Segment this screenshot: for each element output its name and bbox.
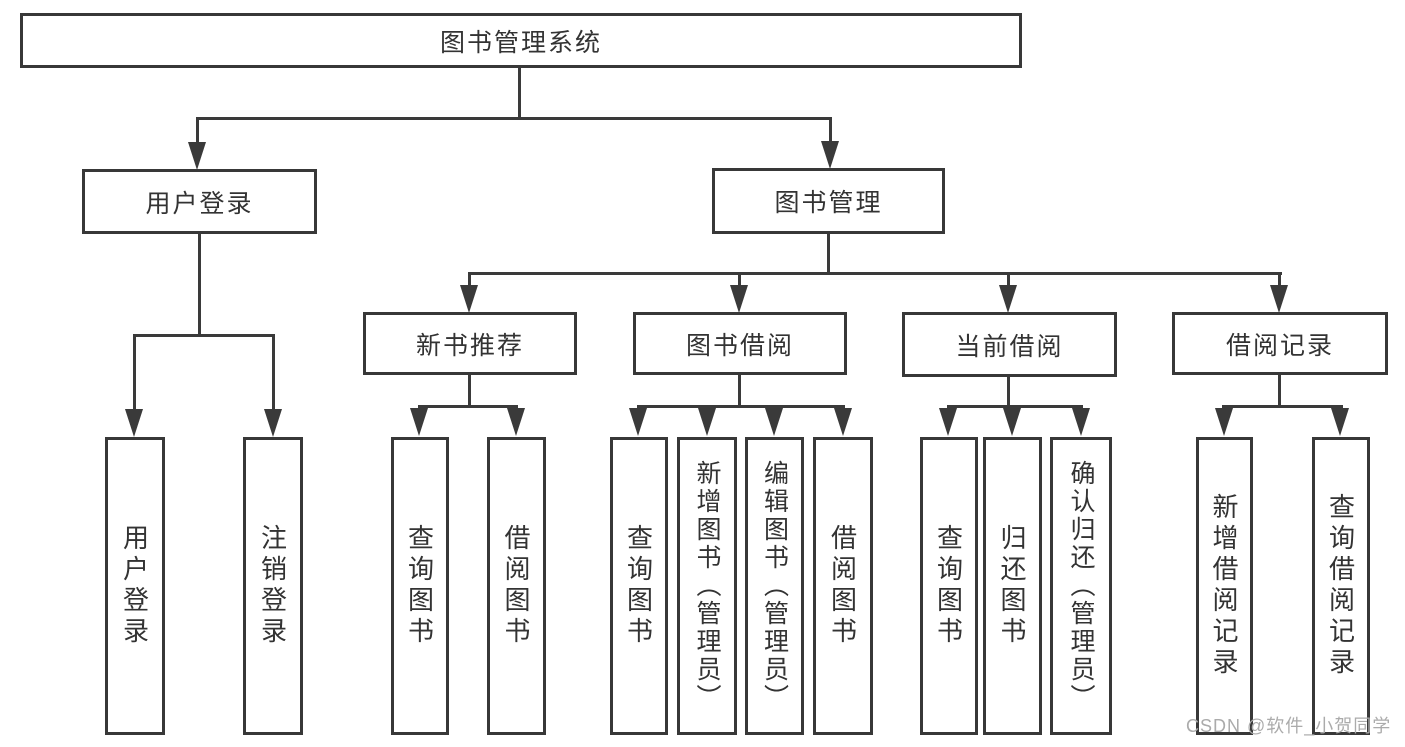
connector-drop-user-login bbox=[196, 117, 199, 145]
leaf-add-books-admin: 新增图书（管理员） bbox=[677, 437, 737, 735]
node-root-system: 图书管理系统 bbox=[20, 13, 1022, 68]
leaf-borrow-books-1: 借阅图书 bbox=[487, 437, 546, 735]
csdn-watermark: CSDN @软件_小贺同学 bbox=[1186, 716, 1392, 736]
connector-book-borrow-rail bbox=[637, 405, 845, 408]
node-book-management-label: 图书管理 bbox=[774, 189, 883, 217]
connector-user-login-stem bbox=[198, 234, 201, 335]
node-current-borrowing: 当前借阅 bbox=[902, 312, 1117, 377]
leaf-label: 注销登录 bbox=[257, 524, 288, 648]
connector-new-books-rail bbox=[418, 405, 518, 408]
leaf-query-books-2: 查询图书 bbox=[610, 437, 668, 735]
leaf-query-books-1: 查询图书 bbox=[391, 437, 449, 735]
connector-current-borrow-rail bbox=[947, 405, 1083, 408]
leaf-label: 归还图书 bbox=[997, 524, 1027, 648]
node-user-login: 用户登录 bbox=[82, 169, 317, 234]
node-borrowing-records: 借阅记录 bbox=[1172, 312, 1388, 375]
leaf-return-books: 归还图书 bbox=[983, 437, 1042, 735]
arrow-down-icon bbox=[939, 408, 957, 436]
arrow-down-icon bbox=[765, 408, 783, 436]
arrow-down-icon bbox=[460, 285, 478, 313]
node-root-label: 图书管理系统 bbox=[439, 28, 602, 57]
connector-book-borrow-stem bbox=[738, 375, 741, 408]
arrow-down-icon bbox=[507, 408, 525, 436]
leaf-add-borrow-record: 新增借阅记录 bbox=[1196, 437, 1253, 735]
connector-book-mgmt-stem bbox=[827, 234, 830, 274]
leaf-label: 新增借阅记录 bbox=[1209, 493, 1239, 679]
leaf-query-borrow-record: 查询借阅记录 bbox=[1312, 437, 1370, 735]
connector-level3-rail bbox=[468, 272, 1282, 275]
connector-drop-new-books bbox=[468, 272, 471, 288]
connector-drop-borrow-records bbox=[1278, 272, 1281, 288]
node-book-borrowing: 图书借阅 bbox=[633, 312, 847, 375]
leaf-user-login: 用户登录 bbox=[105, 437, 165, 735]
arrow-down-icon bbox=[1215, 408, 1233, 436]
connector-user-login-rail bbox=[133, 334, 275, 337]
leaf-confirm-return-admin: 确认归还（管理员） bbox=[1050, 437, 1112, 735]
arrow-down-icon bbox=[125, 409, 143, 437]
node-new-book-recommend-label: 新书推荐 bbox=[415, 331, 524, 360]
connector-drop-leaf bbox=[272, 334, 275, 412]
connector-drop-book-mgmt bbox=[829, 117, 832, 145]
arrow-down-icon bbox=[1072, 408, 1090, 436]
node-book-borrowing-label: 图书借阅 bbox=[685, 331, 794, 360]
leaf-label: 查询借阅记录 bbox=[1325, 493, 1356, 679]
node-book-management: 图书管理 bbox=[712, 168, 945, 234]
leaf-query-books-3: 查询图书 bbox=[920, 437, 978, 735]
leaf-label: 查询图书 bbox=[623, 524, 654, 648]
leaf-label: 用户登录 bbox=[119, 524, 150, 648]
leaf-label: 编辑图书（管理员） bbox=[760, 460, 789, 712]
connector-borrow-records-stem bbox=[1278, 375, 1281, 408]
leaf-label: 确认归还（管理员） bbox=[1067, 460, 1095, 712]
arrow-down-icon bbox=[730, 285, 748, 313]
leaf-label: 查询图书 bbox=[933, 524, 964, 648]
connector-level2-rail bbox=[196, 117, 832, 120]
connector-borrow-records-rail bbox=[1222, 405, 1343, 408]
arrow-down-icon bbox=[698, 408, 716, 436]
leaf-logout: 注销登录 bbox=[243, 437, 303, 735]
arrow-down-icon bbox=[629, 408, 647, 436]
leaf-label: 借阅图书 bbox=[827, 524, 858, 648]
connector-drop-leaf bbox=[133, 334, 136, 412]
node-user-login-label: 用户登录 bbox=[145, 189, 254, 218]
connector-current-borrow-stem bbox=[1007, 377, 1010, 408]
arrow-down-icon bbox=[1003, 408, 1021, 436]
leaf-label: 查询图书 bbox=[404, 524, 435, 648]
leaf-borrow-books-2: 借阅图书 bbox=[813, 437, 873, 735]
node-new-book-recommend: 新书推荐 bbox=[363, 312, 577, 375]
node-current-borrowing-label: 当前借阅 bbox=[955, 332, 1064, 361]
arrow-down-icon bbox=[1331, 408, 1349, 436]
leaf-label: 新增图书（管理员） bbox=[693, 460, 721, 712]
connector-drop-current-borrow bbox=[1007, 272, 1010, 288]
arrow-down-icon bbox=[410, 408, 428, 436]
arrow-down-icon bbox=[1270, 285, 1288, 313]
arrow-down-icon bbox=[834, 408, 852, 436]
arrow-down-icon bbox=[188, 142, 206, 170]
arrow-down-icon bbox=[264, 409, 282, 437]
leaf-edit-books-admin: 编辑图书（管理员） bbox=[745, 437, 804, 735]
connector-drop-book-borrow bbox=[738, 272, 741, 288]
leaf-label: 借阅图书 bbox=[501, 524, 531, 648]
arrow-down-icon bbox=[999, 285, 1017, 313]
connector-root-stem bbox=[518, 68, 521, 118]
node-borrowing-records-label: 借阅记录 bbox=[1225, 331, 1334, 360]
connector-new-books-stem bbox=[468, 375, 471, 408]
arrow-down-icon bbox=[821, 141, 839, 169]
